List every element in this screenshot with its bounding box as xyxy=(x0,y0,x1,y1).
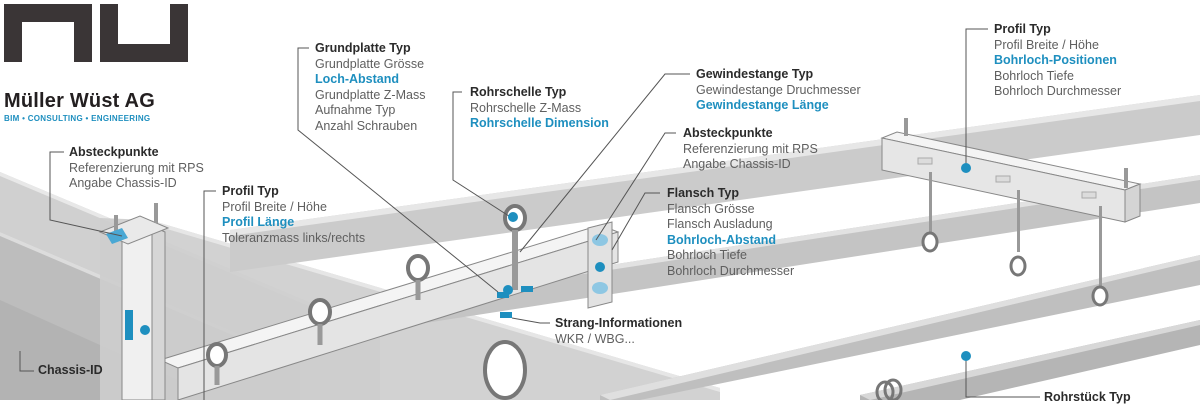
callout-title: Profil Typ xyxy=(994,22,1051,36)
callout-highlight: Loch-Abstand xyxy=(315,72,400,86)
callout-absteckpunkte-left: Absteckpunkte Referenzierung mit RPS Ang… xyxy=(69,145,204,192)
callout-title: Gewindestange Typ xyxy=(696,67,814,81)
callout-line: Gewindestange Druchmesser xyxy=(696,82,861,97)
callout-line: Bohrloch Durchmesser xyxy=(667,263,795,278)
callout-highlight: Gewindestange Länge xyxy=(696,98,829,112)
callout-line: Bohrloch Durchmesser xyxy=(994,84,1122,98)
brand-block: Müller Wüst AG BIM • CONSULTING • ENGINE… xyxy=(4,90,155,123)
beam-markers xyxy=(497,286,533,318)
right-profile-assembly xyxy=(880,118,1142,307)
callout-highlight: Rohrschelle Dimension xyxy=(470,116,609,130)
callout-line: Flansch Grösse xyxy=(667,201,755,216)
callout-line: Bohrloch Tiefe xyxy=(667,248,747,262)
callout-line: Rohrschelle Z-Mass xyxy=(470,100,582,115)
pipe-long-lower xyxy=(600,255,1200,400)
callout-title: Absteckpunkte xyxy=(69,145,159,159)
callout-profil-left: Profil Typ Profil Breite / Höhe Profil L… xyxy=(222,184,365,246)
annotation-dots xyxy=(140,163,971,361)
callout-highlight: Bohrloch-Abstand xyxy=(667,232,777,247)
callout-strang: Strang-Informationen WKR / WBG... xyxy=(555,316,682,347)
callout-title: Strang-Informationen xyxy=(555,316,683,330)
callout-line: Bohrloch Tiefe xyxy=(994,68,1074,83)
callout-profil-right: Profil Typ Profil Breite / Höhe Bohrloch… xyxy=(994,22,1121,100)
callout-title: Profil Typ xyxy=(222,184,279,198)
callout-absteckpunkte-mid: Absteckpunkte Referenzierung mit RPS Ang… xyxy=(683,126,818,173)
callout-gewindestange: Gewindestange Typ Gewindestange Druchmes… xyxy=(696,67,861,114)
callout-line: Referenzierung mit RPS xyxy=(69,160,204,175)
callout-line: Anzahl Schrauben xyxy=(315,118,418,133)
callout-line: Profil Breite / Höhe xyxy=(994,37,1099,52)
callout-line: Flansch Ausladung xyxy=(667,217,773,231)
callout-title: Chassis-ID xyxy=(38,363,103,377)
vertical-column xyxy=(98,203,170,400)
callout-line: Grundplatte Z-Mass xyxy=(315,87,426,102)
callout-grundplatte: Grundplatte Typ Grundplatte Grösse Loch-… xyxy=(315,41,425,134)
pipe-clamps xyxy=(206,204,527,400)
callout-line: Angabe Chassis-ID xyxy=(69,176,177,190)
callout-highlight: Profil Länge xyxy=(222,215,295,229)
callout-line: Toleranzmass links/rechts xyxy=(222,230,366,245)
callout-line: Grundplatte Grösse xyxy=(315,56,425,71)
callout-highlight: Bohrloch-Positionen xyxy=(994,53,1117,67)
callout-rohrstueck: Rohrstück Typ xyxy=(1044,390,1131,406)
callout-flansch: Flansch Typ Flansch Grösse Flansch Ausla… xyxy=(667,186,794,279)
company-logo xyxy=(4,4,188,62)
leader-lines xyxy=(19,28,1040,400)
callout-title: Rohrstück Typ xyxy=(1044,390,1131,404)
callout-chassis-id: Chassis-ID xyxy=(38,363,103,379)
callout-line: Profil Breite / Höhe xyxy=(222,199,327,214)
callout-line: Referenzierung mit RPS xyxy=(683,141,818,156)
callout-title: Flansch Typ xyxy=(667,186,740,200)
callout-line: WKR / WBG... xyxy=(555,331,635,346)
callout-title: Absteckpunkte xyxy=(683,126,773,140)
company-name: Müller Wüst AG xyxy=(4,90,155,112)
callout-line: Angabe Chassis-ID xyxy=(683,157,791,171)
callout-rohrschelle: Rohrschelle Typ Rohrschelle Z-Mass Rohrs… xyxy=(470,85,609,132)
callout-title: Grundplatte Typ xyxy=(315,41,411,55)
company-tagline: BIM • CONSULTING • ENGINEERING xyxy=(4,114,151,123)
main-profile-beam xyxy=(158,224,620,400)
callout-line: Aufnahme Typ xyxy=(315,103,396,117)
callout-title: Rohrschelle Typ xyxy=(470,85,567,99)
